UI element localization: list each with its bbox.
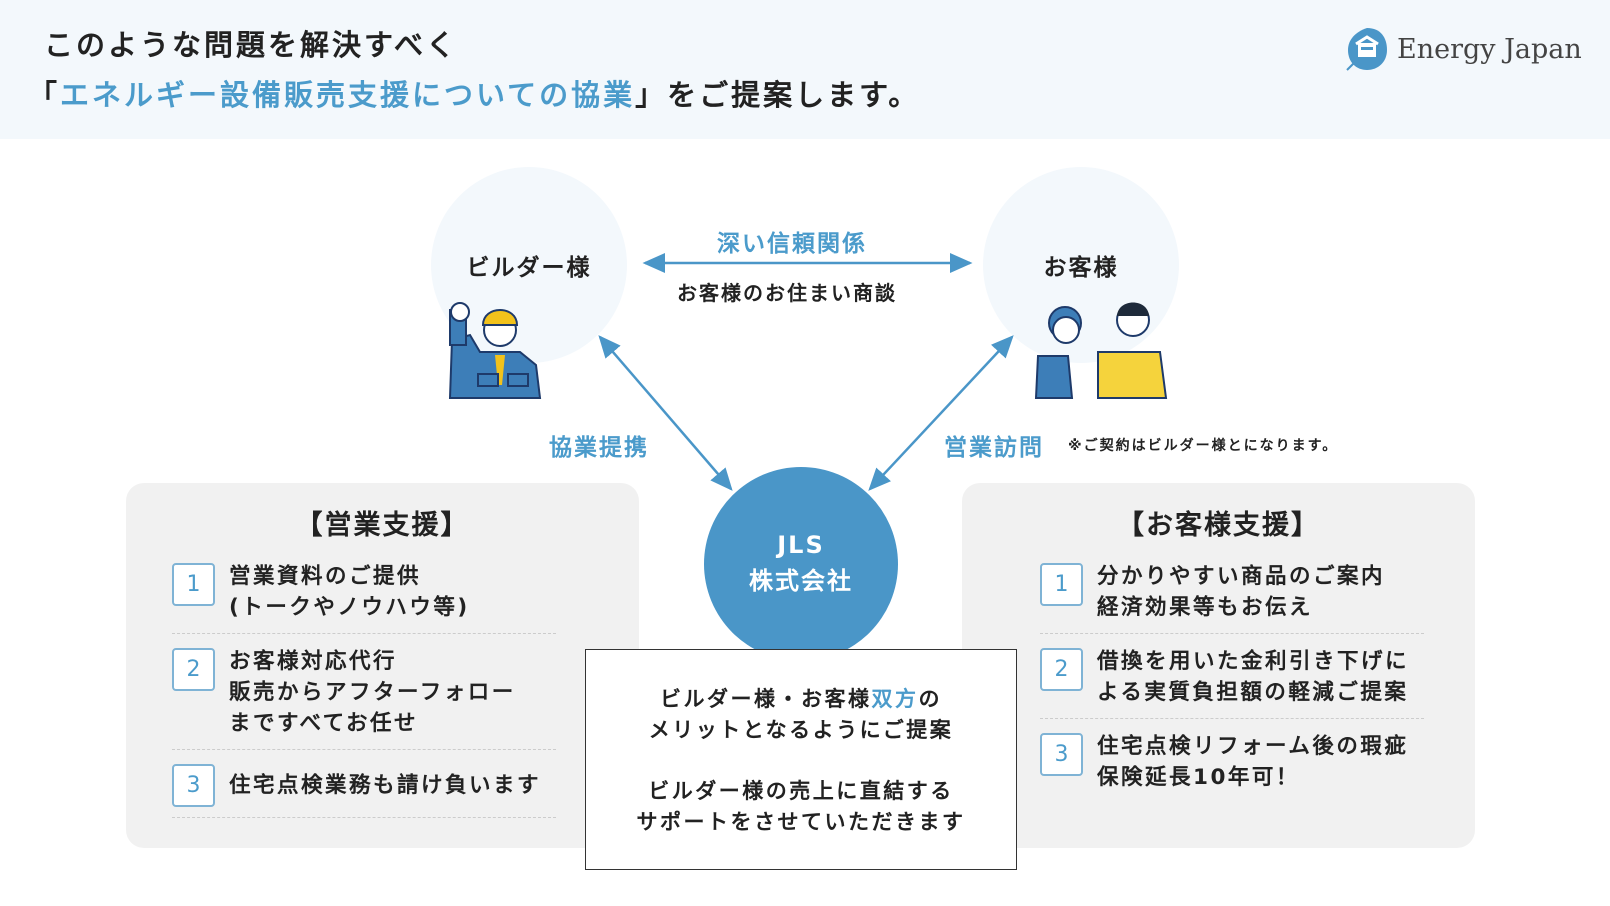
number-badge: 3 bbox=[172, 764, 215, 807]
callout-text: ビルダー様・お客様 bbox=[660, 687, 872, 711]
item-text: 営業資料のご提供 (トークやノウハウ等) bbox=[229, 564, 470, 620]
number-badge: 3 bbox=[1040, 733, 1083, 776]
sales-support-title: 【営業支援】 bbox=[295, 510, 470, 541]
item-text: 分かりやすい商品のご案内 経済効果等もお伝え bbox=[1097, 564, 1386, 620]
callout-line1: ビルダー様・お客様双方の bbox=[586, 684, 1016, 715]
sales-support-panel: 【営業支援】 1 営業資料のご提供 (トークやノウハウ等) 2 お客様対応代行 販売… bbox=[126, 483, 639, 848]
headline-line1: このような問題を解決すべく bbox=[44, 28, 458, 62]
customer-label: お客様 bbox=[1043, 255, 1119, 281]
callout-line2: メリットとなるようにご提案 bbox=[648, 718, 954, 742]
visit-arrow bbox=[868, 335, 1014, 491]
logo: Energy Japan bbox=[1345, 26, 1582, 72]
number-badge: 2 bbox=[172, 648, 215, 691]
contract-note: ※ご契約はビルダー様とになります。 bbox=[1068, 438, 1339, 454]
callout-highlight: 双方 bbox=[871, 687, 919, 711]
builder-label: ビルダー様 bbox=[466, 255, 592, 281]
trust-label: 深い信頼関係 bbox=[717, 231, 867, 257]
list-item: 2 借換を用いた金利引き下げに よる実質負担額の軽減ご提案 bbox=[1040, 646, 1424, 719]
header-band: このような問題を解決すべく 「エネルギー設備販売支援についての協業」をご提案しま… bbox=[0, 0, 1610, 139]
headline-highlight: エネルギー設備販売支援についての協業 bbox=[60, 78, 636, 112]
item-text: 住宅点検リフォーム後の瑕疵 保険延長10年可！ bbox=[1097, 734, 1409, 790]
house-drop-icon bbox=[1345, 26, 1389, 72]
jls-company-type: 株式会社 bbox=[749, 567, 853, 595]
customers-illustration bbox=[1034, 302, 1168, 399]
logo-text: Energy Japan bbox=[1397, 33, 1582, 65]
item-text: 借換を用いた金利引き下げに よる実質負担額の軽減ご提案 bbox=[1097, 649, 1410, 705]
list-item: 1 分かりやすい商品のご案内 経済効果等もお伝え bbox=[1040, 561, 1424, 634]
list-item: 1 営業資料のご提供 (トークやノウハウ等) bbox=[172, 561, 556, 634]
number-badge: 2 bbox=[1040, 648, 1083, 691]
callout-box: ビルダー様・お客様双方の メリットとなるようにご提案 ビルダー様の売上に直結する… bbox=[585, 649, 1017, 870]
headline-line2: 「エネルギー設備販売支援についての協業」をご提案します。 bbox=[28, 72, 920, 114]
callout-line3: ビルダー様の売上に直結する bbox=[648, 779, 954, 803]
partnership-arrow bbox=[598, 335, 733, 491]
builder-illustration bbox=[448, 302, 542, 399]
bracket-open: 「 bbox=[28, 78, 61, 112]
customer-support-title: 【お客様支援】 bbox=[1117, 510, 1320, 541]
number-badge: 1 bbox=[172, 563, 215, 606]
number-badge: 1 bbox=[1040, 563, 1083, 606]
visit-label: 営業訪問 bbox=[944, 435, 1044, 461]
headline-tail: 」をご提案します。 bbox=[635, 78, 921, 112]
item-text: お客様対応代行 販売からアフターフォロー まですべてお任せ bbox=[229, 649, 516, 736]
jls-circle: JLS 株式会社 bbox=[704, 467, 898, 661]
item-text: 住宅点検業務も請け負います bbox=[229, 773, 542, 798]
jls-name: JLS bbox=[777, 531, 825, 559]
customer-support-panel: 【お客様支援】 1 分かりやすい商品のご案内 経済効果等もお伝え 2 借換を用いた金… bbox=[962, 483, 1475, 848]
list-item: 3 住宅点検業務も請け負います bbox=[172, 762, 556, 818]
list-item: 2 お客様対応代行 販売からアフターフォロー まですべてお任せ bbox=[172, 646, 556, 750]
partnership-label: 協業提携 bbox=[549, 435, 649, 461]
trust-sublabel: お客様のお住まい商談 bbox=[677, 281, 897, 305]
list-item: 3 住宅点検リフォーム後の瑕疵 保険延長10年可！ bbox=[1040, 731, 1424, 803]
callout-line4: サポートをさせていただきます bbox=[636, 810, 966, 834]
callout-text: の bbox=[918, 687, 942, 711]
